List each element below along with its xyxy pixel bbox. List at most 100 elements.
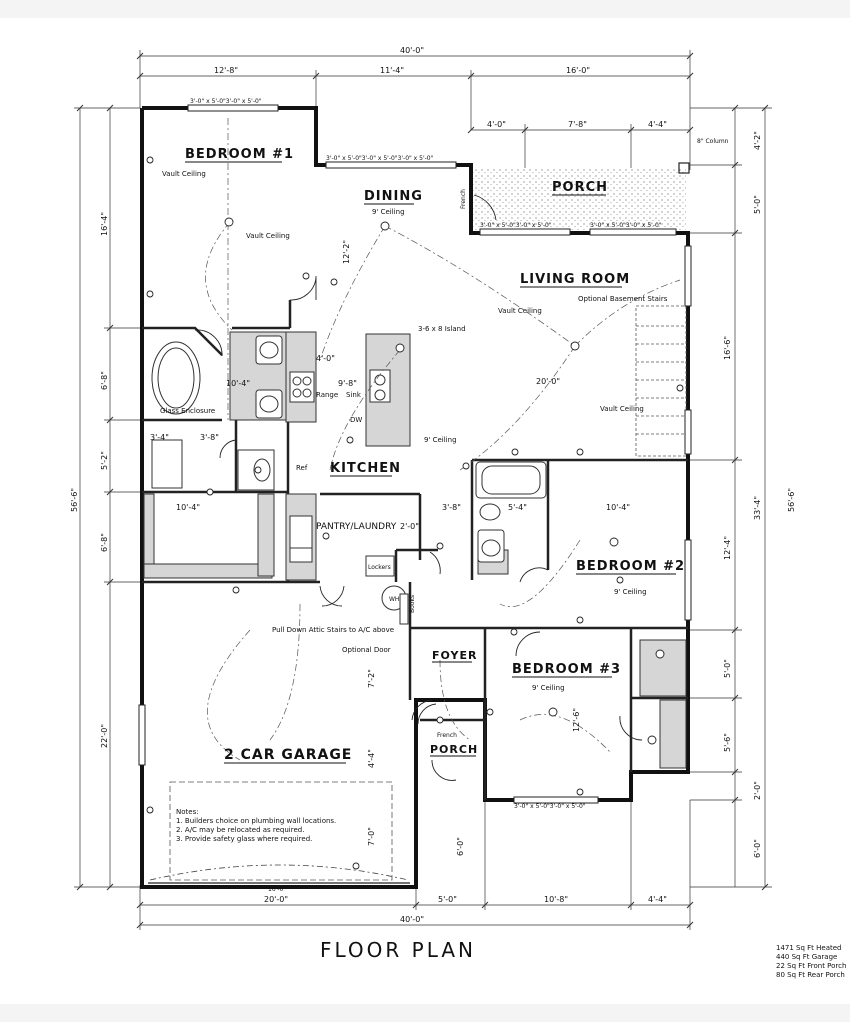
stat-garage: 440 Sq Ft Garage [776, 953, 838, 961]
dim-int-4-0: 4'-0" [316, 354, 335, 363]
note-vault-2: Vault Ceiling [246, 232, 290, 240]
note-item-2: 2. A/C may be relocated as required. [176, 826, 304, 834]
note-books: Books [409, 595, 416, 613]
note-wh: WH [389, 596, 399, 603]
stat-front-porch: 22 Sq Ft Front Porch [776, 962, 847, 970]
dim-int-2-0: 2'-0" [400, 522, 419, 531]
electrical-symbols [146, 156, 684, 870]
garage-door-swing [149, 864, 409, 881]
stat-rear-porch: 80 Sq Ft Rear Porch [776, 971, 845, 979]
dim-left-a: 16'-4" [100, 212, 109, 236]
dim-top-total: 40'-0" [400, 46, 424, 55]
dim-int-3-4: 3'-4" [150, 433, 169, 442]
dim-right-f: 5'-0" [723, 659, 732, 678]
garage-door-width: 16'-0" [268, 886, 286, 893]
room-kitchen: KITCHEN [330, 461, 401, 476]
dim-right-c: 16'-6" [723, 336, 732, 360]
dim-int-4-4: 4'-4" [367, 749, 376, 768]
dim-right-b: 5'-0" [753, 195, 762, 214]
room-bedroom1: BEDROOM #1 [185, 147, 294, 162]
notes-heading: Notes: [176, 808, 199, 816]
dim-int-10-4b: 10'-4" [176, 503, 200, 512]
room-rear-porch: PORCH [552, 180, 608, 195]
dim-right-h: 2'-0" [753, 781, 762, 800]
room-living: LIVING ROOM [520, 272, 630, 287]
note-vault-1: Vault Ceiling [162, 170, 206, 178]
note-french-rear: French [460, 189, 467, 209]
dim-bottom-b: 5'-0" [438, 895, 457, 904]
plan-annotations: Vault Ceiling Vault Ceiling Vault Ceilin… [160, 98, 729, 893]
rear-porch-slab [471, 167, 686, 230]
note-attic: Pull Down Attic Stairs to A/C above [272, 626, 394, 634]
dim-int-3-8b: 3'-8" [442, 503, 461, 512]
dim-bottom-d: 4'-4" [648, 895, 667, 904]
dim-int-7-2: 7'-2" [367, 669, 376, 688]
dim-right-a: 4'-2" [753, 131, 762, 150]
dim-porch-b: 7'-8" [568, 120, 587, 129]
note-item-3: 3. Provide safety glass where required. [176, 835, 312, 843]
dim-int-7-0: 7'-0" [367, 827, 376, 846]
note-vault-3: Vault Ceiling [498, 307, 542, 315]
notes-text: Notes: 1. Builders choice on plumbing wa… [176, 808, 336, 843]
dimension-ticks [76, 52, 769, 929]
room-foyer: FOYER [432, 649, 477, 662]
window-porch-1: 3'-0" x 5'-0"3'-0" x 5'-0" [480, 222, 552, 229]
room-bedroom3: BEDROOM #3 [512, 662, 621, 677]
dim-int-10-4c: 10'-4" [606, 503, 630, 512]
window-b3: 3'-0" x 5'-0"3'-0" x 5'-0" [514, 803, 586, 810]
note-basement: Optional Basement Stairs [578, 295, 668, 303]
notes-box [169, 781, 393, 881]
room-dining: DINING [364, 189, 423, 204]
window-porch-2: 3'-0" x 5'-0"3'-0" x 5'-0" [590, 222, 662, 229]
note-sink: Sink [346, 391, 362, 399]
dim-top-c: 16'-0" [566, 66, 590, 75]
note-island: 3-6 x 8 Island [418, 325, 466, 333]
floor-plan-drawing: BEDROOM #1 DINING PORCH LIVING ROOM KITC… [70, 46, 796, 962]
porch-column [678, 162, 690, 174]
dim-right-g: 5'-6" [723, 733, 732, 752]
dim-left-c: 5'-2" [100, 451, 109, 470]
window-b1: 3'-0" x 5'-0"3'-0" x 5'-0" [190, 98, 262, 105]
dim-int-3-8: 3'-8" [200, 433, 219, 442]
note-glass: Glass Enclosure [160, 407, 215, 415]
dim-left-total: 56'-6" [70, 488, 79, 512]
dim-right-total: 56'-6" [787, 488, 796, 512]
room-bedroom2: BEDROOM #2 [576, 559, 685, 574]
note-vault-4: Vault Ceiling [600, 405, 644, 413]
note-ref: Ref [296, 464, 308, 472]
dim-right-i: 6'-0" [753, 839, 762, 858]
dim-int-20: 20'-0" [536, 377, 560, 386]
dim-left-e: 22'-0" [100, 724, 109, 748]
dim-bottom-a: 20'-0" [264, 895, 288, 904]
note-bed2-ceiling: 9' Ceiling [614, 588, 647, 596]
dim-bottom-c: 10'-8" [544, 895, 568, 904]
room-front-porch: PORCH [430, 743, 478, 756]
plan-title: FLOOR PLAN [320, 938, 476, 962]
dim-porch-a: 4'-0" [487, 120, 506, 129]
dim-porch-c: 4'-4" [648, 120, 667, 129]
note-french-front: French [437, 732, 457, 739]
dim-int-6-0: 6'-0" [456, 837, 465, 856]
dim-int-12-6: 12'-6" [572, 708, 581, 732]
area-stats: 1471 Sq Ft Heated 440 Sq Ft Garage 22 Sq… [776, 944, 846, 980]
dim-right-e: 12'-4" [723, 536, 732, 560]
note-item-1: 1. Builders choice on plumbing wall loca… [176, 817, 336, 825]
electrical-runs [205, 118, 681, 761]
dimension-lines [74, 50, 772, 930]
dim-left-d: 6'-8" [100, 533, 109, 552]
note-bed3-ceiling: 9' Ceiling [532, 684, 565, 692]
room-pantry: PANTRY/LAUNDRY [316, 522, 397, 532]
stat-heated: 1471 Sq Ft Heated [776, 944, 842, 952]
dim-top-b: 11'-4" [380, 66, 404, 75]
dim-int-9-8: 9'-8" [338, 379, 357, 388]
dim-int-5-4: 5'-4" [508, 503, 527, 512]
door-swings [194, 194, 643, 781]
basement-stairs [635, 305, 687, 457]
windows [138, 104, 692, 804]
note-kitchen-ceiling: 9' Ceiling [424, 436, 457, 444]
note-column: 8" Column [697, 138, 729, 145]
room-garage: 2 CAR GARAGE [224, 747, 352, 763]
note-dining-ceiling: 9' Ceiling [372, 208, 405, 216]
note-range: Range [316, 391, 338, 399]
window-dining: 3'-0" x 5'-0"3'-0" x 5'-0"3'-0" x 5'-0" [326, 155, 434, 162]
